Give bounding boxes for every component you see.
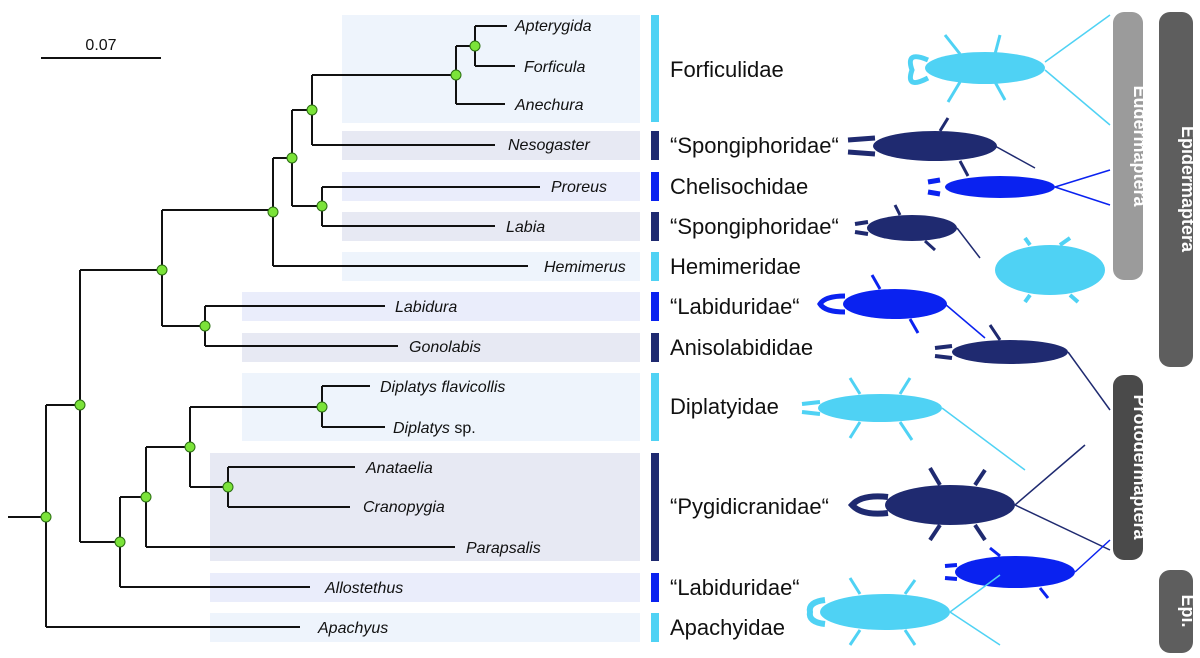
family-label: Hemimeridae	[670, 254, 801, 279]
shade-gonolabis	[242, 333, 640, 362]
family-label: Diplatyidae	[670, 394, 779, 419]
taxon-labels: Apterygida Forficula Anechura Nesogaster…	[317, 18, 626, 637]
earwig-silhouette-navy-icon	[847, 117, 1036, 177]
node-marker	[306, 104, 318, 116]
group-label-epi: Epi.	[1178, 594, 1198, 627]
scale-bar-label: 0.07	[85, 37, 116, 54]
node-marker	[40, 511, 52, 523]
family-bar	[651, 15, 659, 122]
earwig-silhouette-light-blue-icon	[995, 236, 1105, 304]
family-label: “Spongiphoridae“	[670, 214, 839, 239]
node-marker	[469, 40, 481, 52]
family-label: Forficulidae	[670, 57, 784, 82]
taxon-label: Forficula	[524, 59, 585, 76]
family-label: “Pygidicranidae“	[670, 494, 829, 519]
taxon-label: Diplatys flavicollis	[380, 379, 505, 396]
earwig-silhouette-light-blue-icon	[801, 377, 1026, 471]
group-label-protodermaptera: Protodermaptera	[1130, 394, 1150, 540]
taxon-label: Diplatys sp.	[393, 420, 476, 437]
taxon-label: Cranopygia	[363, 499, 445, 516]
taxon-label: Anataelia	[365, 460, 433, 477]
family-bar	[651, 453, 659, 561]
node-marker	[74, 399, 86, 411]
earwig-silhouette-royal-blue-icon	[927, 169, 1111, 206]
family-label: Apachyidae	[670, 615, 785, 640]
taxon-label: Allostethus	[324, 580, 403, 597]
group-bar-epi	[1159, 570, 1193, 653]
family-labels: Forficulidae “Spongiphoridae“ Chelisochi…	[670, 57, 839, 640]
group-bar-protodermaptera	[1113, 375, 1143, 560]
node-marker	[286, 152, 298, 164]
earwig-silhouette-royal-blue-icon	[944, 539, 1111, 599]
taxon-label: Apachyus	[317, 620, 388, 637]
clade-groups: Eudermaptera Epidermaptera Protodermapte…	[1113, 12, 1198, 653]
earwig-silhouette-navy-icon	[854, 204, 981, 259]
taxon-genus: Diplatys	[393, 420, 450, 437]
family-label: “Labiduridae“	[670, 575, 800, 600]
taxon-label: Gonolabis	[409, 339, 481, 356]
shade-forficulidae	[342, 15, 640, 123]
family-bars	[651, 15, 659, 642]
group-bar-epidermaptera	[1159, 12, 1193, 367]
family-bar	[651, 212, 659, 241]
family-bar	[651, 373, 659, 441]
earwig-silhouette-navy-icon	[847, 444, 1111, 551]
node-marker	[184, 441, 196, 453]
node-marker	[140, 491, 152, 503]
family-bar	[651, 131, 659, 160]
node-marker	[450, 69, 462, 81]
group-label-eudermaptera: Eudermaptera	[1130, 85, 1150, 207]
group-bar-eudermaptera	[1113, 12, 1143, 280]
node-marker	[114, 536, 126, 548]
family-bar	[651, 252, 659, 281]
taxon-label: Proreus	[551, 179, 607, 196]
group-label-epidermaptera: Epidermaptera	[1178, 126, 1198, 253]
earwig-silhouette-navy-icon	[934, 324, 1111, 411]
node-marker	[199, 320, 211, 332]
taxon-label: Labidura	[395, 299, 457, 316]
taxon-label: Labia	[506, 219, 545, 236]
family-bar	[651, 172, 659, 201]
taxon-suffix: sp.	[450, 420, 476, 437]
family-label: Chelisochidae	[670, 174, 808, 199]
taxon-label: Apterygida	[514, 18, 592, 35]
taxon-label: Nesogaster	[508, 137, 590, 154]
node-marker	[316, 200, 328, 212]
earwig-silhouette-light-blue-icon	[907, 14, 1111, 126]
family-bar	[651, 292, 659, 321]
scale-bar: 0.07	[41, 37, 161, 59]
taxon-label: Anechura	[514, 97, 584, 114]
family-label: “Spongiphoridae“	[670, 133, 839, 158]
earwig-silhouette-royal-blue-icon	[817, 274, 986, 339]
node-marker	[222, 481, 234, 493]
node-marker	[267, 206, 279, 218]
family-bar	[651, 573, 659, 602]
family-label: Anisolabididae	[670, 335, 813, 360]
node-marker	[156, 264, 168, 276]
family-bar	[651, 333, 659, 362]
family-label: “Labiduridae“	[670, 294, 800, 319]
node-markers	[40, 40, 481, 548]
earwig-silhouettes	[801, 14, 1111, 646]
earwig-silhouette-light-blue-icon	[806, 574, 1001, 646]
node-marker	[316, 401, 328, 413]
family-bar	[651, 613, 659, 642]
taxon-label: Parapsalis	[466, 540, 541, 557]
taxon-label: Hemimerus	[544, 259, 626, 276]
